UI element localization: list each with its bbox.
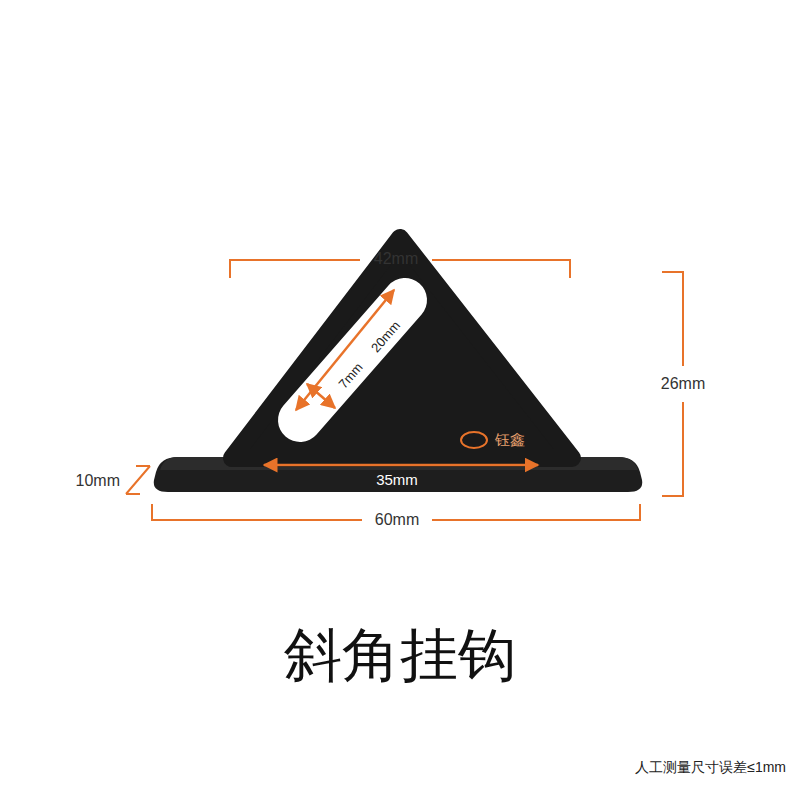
- dimension-label: 60mm: [375, 511, 419, 529]
- title: 斜角挂钩: [284, 624, 516, 688]
- watermark: 钰鑫: [495, 432, 525, 449]
- hook-slot: [300, 300, 405, 420]
- note: 人工测量尺寸误差≤1mm: [635, 760, 786, 775]
- hook-body: [232, 238, 572, 458]
- dimension-arrow: [307, 384, 335, 408]
- dimension-label: 42mm: [374, 250, 418, 268]
- dimension-arrow: [264, 464, 538, 467]
- dimension-label: 10mm: [76, 472, 120, 490]
- watermark-logo: [461, 432, 487, 448]
- dimension-label: 35mm: [376, 472, 418, 489]
- hook-tab: [262, 455, 540, 467]
- dimension-line: [126, 466, 150, 494]
- dimension-label: 26mm: [661, 375, 705, 393]
